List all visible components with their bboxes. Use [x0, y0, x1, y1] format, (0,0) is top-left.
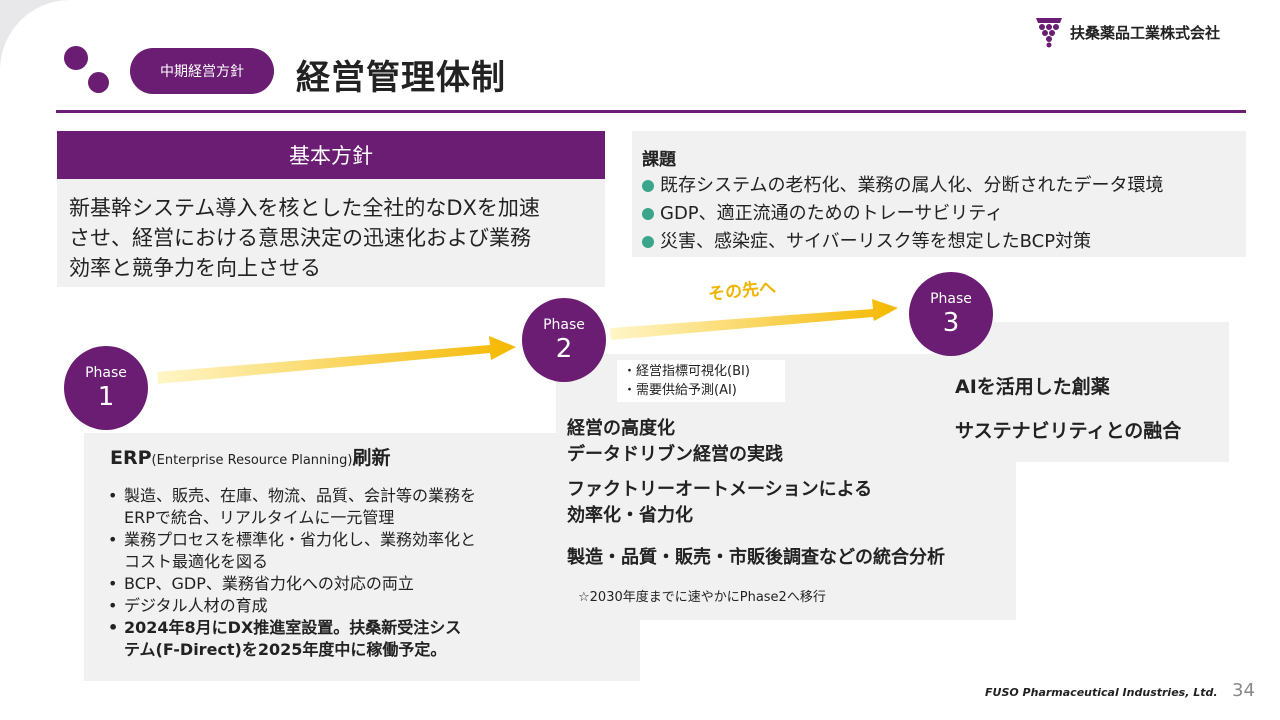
phase-label: Phase: [85, 365, 127, 381]
policy-body: 新基幹システム導入を核とした全社的なDXを加速 させ、経営における意思決定の迅速…: [57, 179, 605, 287]
erp-label: ERP: [110, 447, 152, 469]
decor-dot: [64, 46, 88, 70]
phase-label: Phase: [930, 291, 972, 307]
bullet-dot-icon: [642, 236, 654, 248]
section-tag: 中期経営方針: [130, 48, 274, 94]
decor-dot: [88, 72, 109, 93]
list-item: デジタル人材の育成: [104, 595, 524, 617]
phase1-badge: Phase 1: [64, 346, 148, 430]
policy-line: 新基幹システム導入を核とした全社的なDXを加速: [69, 196, 540, 220]
phase1-title: ERP(Enterprise Resource Planning)刷新: [110, 443, 390, 470]
phase1-bullets: 製造、販売、在庫、物流、品質、会計等の業務をERPで統合、リアルタイムに一元管理…: [104, 485, 524, 661]
header-rule: [56, 110, 1246, 113]
page-title: 経営管理体制: [296, 58, 506, 98]
note-line: ・需要供給予測(AI): [623, 383, 737, 398]
phase3-panel: [945, 322, 1229, 462]
phase-number: 2: [555, 334, 573, 364]
list-item: BCP、GDP、業務省力化への対応の両立: [104, 573, 524, 595]
phase3-item: サステナビリティとの融合: [955, 420, 1182, 442]
phase-number: 1: [97, 382, 115, 412]
phase2-item: データドリブン経営の実践: [567, 444, 783, 465]
policy-line: させ、経営における意思決定の迅速化および業務: [69, 226, 531, 250]
bullet-dot-icon: [642, 180, 654, 192]
company-name: 扶桑薬品工業株式会社: [1070, 23, 1221, 42]
issue-text: 災害、感染症、サイバーリスク等を想定したBCP対策: [660, 231, 1092, 252]
issue-text: GDP、適正流通のためのトレーサビリティ: [660, 203, 1004, 224]
bullet-dot-icon: [642, 208, 654, 220]
erp-suffix: 刷新: [352, 447, 391, 469]
policy-line: 効率と競争力を向上させる: [69, 256, 321, 280]
footer-brand: FUSO Pharmaceutical Industries, Ltd.: [985, 686, 1218, 699]
issues-panel: 課題 既存システムの老朽化、業務の属人化、分断されたデータ環境 GDP、適正流通…: [632, 131, 1246, 257]
arrow-phase1-to-2: [157, 336, 516, 384]
note-line: ・経営指標可視化(BI): [623, 364, 750, 379]
issue-item: GDP、適正流通のためのトレーサビリティ: [642, 200, 1236, 228]
issue-item: 既存システムの老朽化、業務の属人化、分断されたデータ環境: [642, 172, 1236, 200]
company-logo: 扶桑薬品工業株式会社: [1034, 16, 1220, 48]
page-number: 34: [1232, 680, 1255, 701]
grape-logo-icon: [1036, 18, 1062, 48]
erp-fullname: (Enterprise Resource Planning): [151, 453, 353, 468]
phase-label: Phase: [543, 317, 585, 333]
phase2-footnote: ☆2030年度までに速やかにPhase2へ移行: [578, 590, 826, 605]
list-item: 2024年8月にDX推進室設置。扶桑新受注システム(F-Direct)を2025…: [104, 617, 524, 661]
policy-heading: 基本方針: [57, 131, 605, 179]
phase2-badge: Phase 2: [522, 298, 606, 382]
phase2-item: ファクトリーオートメーションによる: [567, 479, 873, 500]
issue-item: 災害、感染症、サイバーリスク等を想定したBCP対策: [642, 228, 1236, 256]
issue-text: 既存システムの老朽化、業務の属人化、分断されたデータ環境: [660, 175, 1164, 196]
phase2-item: 経営の高度化: [567, 418, 675, 439]
phase2-note: ・経営指標可視化(BI) ・需要供給予測(AI): [617, 360, 785, 402]
phase2-item: 効率化・省力化: [567, 505, 693, 526]
arrow-phase2-to-3: [610, 299, 898, 340]
phase3-badge: Phase 3: [909, 272, 993, 356]
issues-heading: 課題: [642, 150, 676, 170]
phase-number: 3: [942, 308, 960, 338]
phase3-item: AIを活用した創薬: [955, 376, 1110, 398]
phase2-item: 製造・品質・販売・市販後調査などの統合分析: [567, 547, 945, 568]
